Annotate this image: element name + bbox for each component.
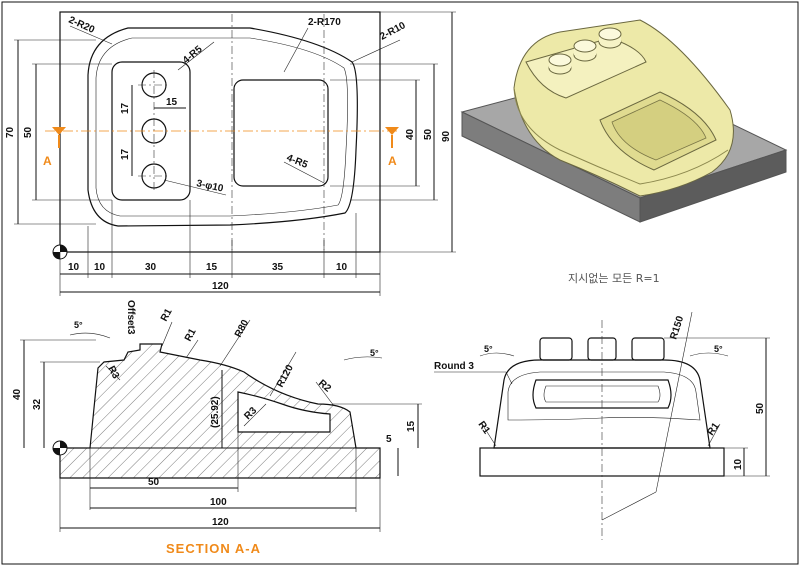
- dim-bottom-35: 35: [272, 262, 284, 273]
- top-view: A A 70 50 17 17 15 40 50 90: [5, 11, 456, 296]
- body-outline: [87, 27, 358, 227]
- section-profile: [59, 343, 381, 479]
- dim-2-r10: 2-R10: [378, 20, 408, 43]
- sec-dim-r120: R120: [275, 363, 296, 390]
- dim-2-r20: 2-R20: [67, 15, 97, 36]
- front-dim-5deg-right: 5°: [714, 344, 723, 354]
- dim-bottom-10-c: 10: [336, 262, 348, 273]
- front-view: 50 10 5° 5° R150 Round 3 R1 R1: [434, 311, 770, 540]
- dim-2-r170: 2-R170: [308, 17, 341, 28]
- dim-40: 40: [405, 128, 416, 140]
- front-dim-10: 10: [733, 458, 744, 470]
- dim-3-phi10: 3-φ10: [195, 178, 224, 194]
- dim-4-r5-holes: 4-R5: [181, 44, 205, 67]
- sec-dim-100: 100: [210, 497, 227, 508]
- sec-dim-15: 15: [406, 420, 417, 432]
- front-body: [493, 359, 711, 449]
- sec-dim-r80: R80: [233, 318, 252, 340]
- sec-dim-2592: (25.92): [210, 396, 221, 428]
- sec-dim-5: 5: [386, 434, 392, 445]
- front-dim-50: 50: [755, 402, 766, 414]
- sec-offset3: Offset3: [125, 300, 136, 335]
- sec-dim-50: 50: [148, 477, 160, 488]
- section-arrow-right: [385, 127, 399, 135]
- sec-dim-5deg-left: 5°: [74, 320, 83, 330]
- section-mark-left: A: [43, 154, 52, 168]
- dim-17-b: 17: [120, 148, 131, 160]
- dim-bottom-30: 30: [145, 262, 157, 273]
- dim-90: 90: [441, 130, 452, 142]
- dim-50-left: 50: [23, 126, 34, 138]
- dim-70: 70: [5, 126, 16, 138]
- sec-dim-32: 32: [32, 398, 43, 410]
- dim-15-hole: 15: [166, 97, 178, 108]
- iso-base-right: [639, 149, 787, 223]
- front-round3: Round 3: [434, 361, 474, 372]
- sec-dim-r1-a: R1: [159, 307, 175, 324]
- section-mark-right: A: [388, 154, 397, 168]
- iso-view: 지시없는 모든 R=1: [460, 19, 788, 285]
- dim-17-a: 17: [120, 102, 131, 114]
- sec-dim-5deg-right: 5°: [370, 348, 379, 358]
- iso-note: 지시없는 모든 R=1: [568, 272, 660, 285]
- sec-dim-120: 120: [212, 517, 229, 528]
- front-dim-r1-left: R1: [476, 419, 493, 436]
- pocket-outline: [233, 79, 329, 187]
- sec-dim-r2: R2: [316, 378, 333, 395]
- section-arrow-left: [52, 127, 66, 135]
- dim-bottom-10-a: 10: [68, 262, 80, 273]
- dim-bottom-15: 15: [206, 262, 218, 273]
- front-dim-5deg-left: 5°: [484, 344, 493, 354]
- sec-dim-r3-a: R3: [105, 364, 121, 381]
- body-inner-outline: [95, 37, 348, 217]
- dim-50-right: 50: [423, 128, 434, 140]
- front-dim-r150: R150: [668, 314, 686, 341]
- dim-total-120: 120: [212, 281, 229, 292]
- sec-dim-40: 40: [12, 388, 23, 400]
- dim-4-r5-pocket: 4-R5: [285, 153, 310, 171]
- section-view: 40 32 (25.92) 5 15 50 100 120 5° Offset3…: [12, 300, 422, 556]
- section-title: SECTION A-A: [166, 541, 261, 556]
- sec-dim-r1-b: R1: [183, 327, 199, 344]
- dim-bottom-10-b: 10: [94, 262, 106, 273]
